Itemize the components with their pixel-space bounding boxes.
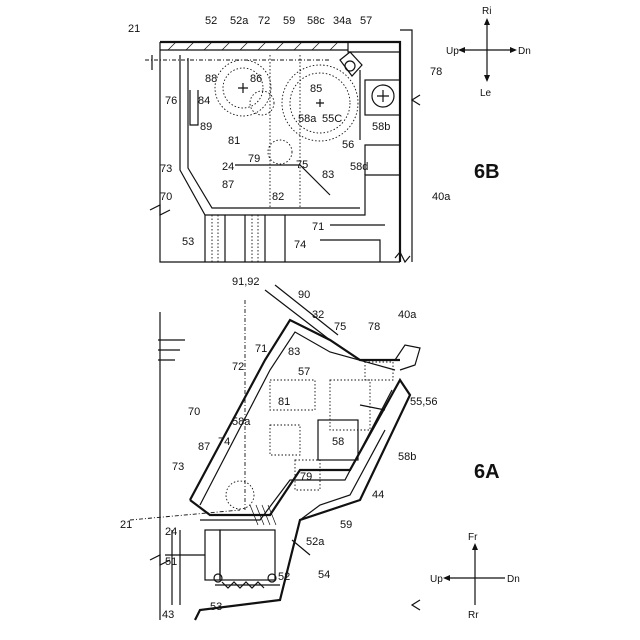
label-a52: 52 — [278, 571, 290, 583]
compass-b-dn: Dn — [518, 46, 531, 57]
label-a5556: 55,56 — [410, 396, 438, 408]
label-a70: 70 — [188, 406, 200, 418]
label-a79: 79 — [300, 471, 312, 483]
label-b55c: 55C — [322, 113, 342, 125]
label-b82: 82 — [272, 191, 284, 203]
label-b57: 57 — [360, 15, 372, 27]
label-a87: 87 — [198, 441, 210, 453]
compass-b-ri: Ri — [482, 6, 491, 17]
compass-6a: Fr Rr Up Dn — [430, 532, 520, 621]
label-b58a: 58a — [298, 113, 317, 125]
label-a40a: 40a — [398, 309, 417, 321]
label-b24: 24 — [222, 161, 234, 173]
compass-b-up: Up — [446, 46, 459, 57]
figure-6b-title: 6B — [474, 161, 500, 183]
label-a52a: 52a — [306, 536, 325, 548]
compass-a-up: Up — [430, 574, 443, 585]
label-a44: 44 — [372, 489, 384, 501]
label-b40a: 40a — [432, 191, 451, 203]
figure-6a-labels: 91,92 90 32 75 78 40a 83 71 72 57 81 55,… — [120, 276, 438, 621]
figure-6a-title: 6A — [474, 461, 500, 483]
label-b89: 89 — [200, 121, 212, 133]
label-b75: 75 — [296, 159, 308, 171]
label-a43: 43 — [162, 609, 174, 621]
label-a78: 78 — [368, 321, 380, 333]
label-a90: 90 — [298, 289, 310, 301]
label-b52a: 52a — [230, 15, 249, 27]
label-b71: 71 — [312, 221, 324, 233]
compass-a-rr: Rr — [468, 610, 479, 621]
block-52 — [220, 530, 275, 580]
label-a54: 54 — [318, 569, 330, 581]
label-b52: 52 — [205, 15, 217, 27]
label-a59: 59 — [340, 519, 352, 531]
label-a58a: 58a — [232, 416, 251, 428]
label-a72: 72 — [232, 361, 244, 373]
label-b34a: 34a — [333, 15, 352, 27]
label-b84: 84 — [198, 95, 210, 107]
label-b85: 85 — [310, 83, 322, 95]
label-b59: 59 — [283, 15, 295, 27]
label-b21: 21 — [128, 23, 140, 35]
label-b88: 88 — [205, 73, 217, 85]
label-a58: 58 — [332, 436, 344, 448]
label-b76: 76 — [165, 95, 177, 107]
label-a9192: 91,92 — [232, 276, 260, 288]
label-b81: 81 — [228, 135, 240, 147]
figure-6b-drawing — [145, 30, 420, 262]
label-a24: 24 — [165, 526, 177, 538]
label-b58d: 58d — [350, 161, 368, 173]
label-a75: 75 — [334, 321, 346, 333]
label-a21: 21 — [120, 519, 132, 531]
label-b87: 87 — [222, 179, 234, 191]
figure-6a-drawing — [130, 285, 420, 620]
label-b56: 56 — [342, 139, 354, 151]
top-wall-hatch — [168, 42, 338, 50]
label-b83: 83 — [322, 169, 334, 181]
label-a57: 57 — [298, 366, 310, 378]
label-b74: 74 — [294, 239, 306, 251]
label-b86: 86 — [250, 73, 262, 85]
label-b58c: 58c — [307, 15, 325, 27]
label-a74: 74 — [218, 436, 230, 448]
compass-b-le: Le — [480, 88, 492, 99]
label-b58b: 58b — [372, 121, 390, 133]
label-b70: 70 — [160, 191, 172, 203]
label-b79: 79 — [248, 153, 260, 165]
compass-a-fr: Fr — [468, 532, 478, 543]
compass-6b: Ri Le Up Dn — [446, 6, 531, 99]
label-a58b: 58b — [398, 451, 416, 463]
label-b72: 72 — [258, 15, 270, 27]
label-a83: 83 — [288, 346, 300, 358]
label-a53: 53 — [210, 601, 222, 613]
label-a51: 51 — [165, 556, 177, 568]
label-b78: 78 — [430, 66, 442, 78]
label-a73: 73 — [172, 461, 184, 473]
label-a71: 71 — [255, 343, 267, 355]
compass-a-dn: Dn — [507, 574, 520, 585]
label-a32: 32 — [312, 309, 324, 321]
label-b73: 73 — [160, 163, 172, 175]
label-a81: 81 — [278, 396, 290, 408]
label-b53: 53 — [182, 236, 194, 248]
